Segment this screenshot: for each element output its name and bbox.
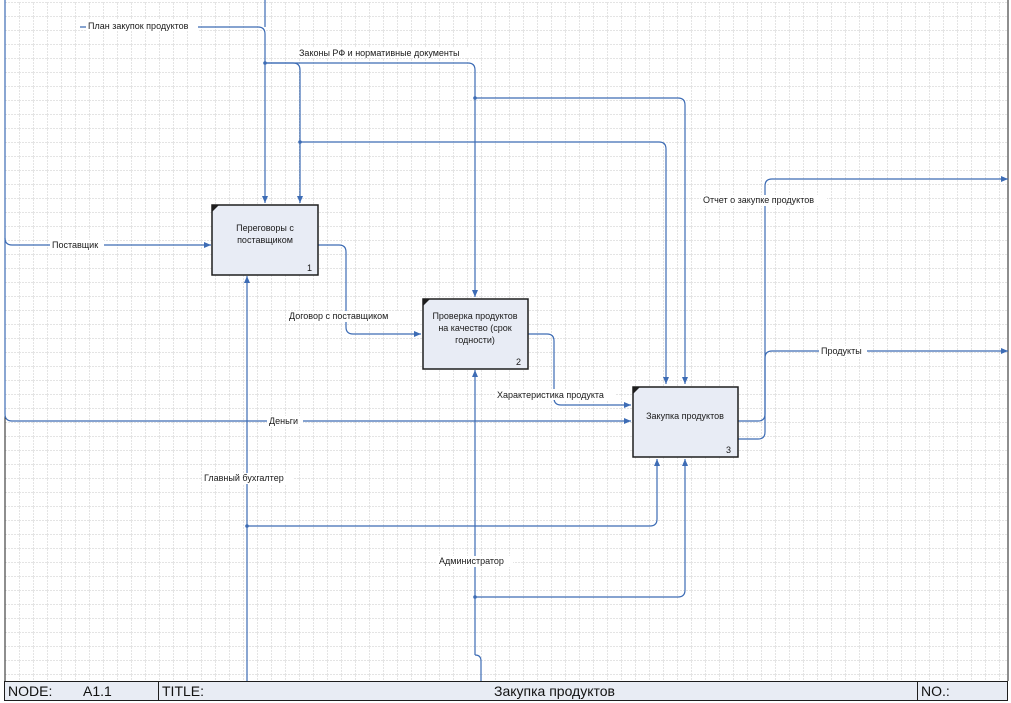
label-supplier: Поставщик [52,240,98,250]
arrow-laws-box1[interactable] [265,62,303,203]
arrow-plan[interactable] [80,26,268,203]
activity-box-2[interactable]: Проверка продуктов на качество (срок год… [422,298,529,370]
arrow-admin-bottom[interactable] [474,654,482,681]
arrow-admin-box3[interactable] [475,459,688,598]
activity-box-1[interactable]: Переговоры с поставщиком 1 [211,204,319,276]
box-3-line-1: Закупка продуктов [646,411,724,421]
label-contract: Договор с поставщиком [289,311,388,321]
arrow-money[interactable] [4,238,631,424]
arrow-report[interactable] [738,176,1008,422]
arrow-plan-box3[interactable] [300,141,669,384]
label-plan: План закупок продуктов [88,21,189,31]
label-admin: Администратор [439,556,504,566]
box-2-line-1: Проверка продуктов [432,311,517,321]
junction-dot [263,61,267,65]
arrow-products[interactable] [738,348,1008,440]
diagram-footer: NODE: A1.1 TITLE: Закупка продуктов NO.: [4,681,1008,701]
box-2-number: 2 [516,357,521,367]
label-characteristic: Характеристика продукта [497,390,604,400]
title-label: TITLE: [162,683,205,699]
box-1-number: 1 [307,263,312,273]
title-value: Закупка продуктов [494,683,615,699]
node-value: A1.1 [83,683,112,699]
label-money: Деньги [269,416,298,426]
junction-dot [473,595,477,599]
node-label: NODE: [8,683,53,699]
junction-dot [298,140,302,144]
box-2-line-2: на качество (срок [438,323,511,333]
junction-dot [473,96,477,100]
number-label: NO.: [921,683,950,699]
arrow-characteristic[interactable] [528,333,631,408]
junction-dot [245,524,249,528]
footer-divider [917,682,918,700]
label-laws: Законы РФ и нормативные документы [299,48,460,58]
label-report: Отчет о закупке продуктов [703,195,814,205]
label-accountant: Главный бухгалтер [204,473,284,483]
arrow-accountant-box3[interactable] [247,459,660,527]
box-1-line-2: поставщиком [237,235,293,245]
box-1-line-1: Переговоры с [236,223,294,233]
box-2-line-3: годности) [455,335,495,345]
activity-box-3[interactable]: Закупка продуктов 3 [632,386,739,458]
arrow-laws[interactable] [265,62,478,297]
label-products: Продукты [821,346,862,356]
arrow-contract[interactable] [318,244,421,337]
arrow-laws-box3[interactable] [475,97,688,384]
footer-divider [158,682,159,700]
box-3-number: 3 [726,445,731,455]
